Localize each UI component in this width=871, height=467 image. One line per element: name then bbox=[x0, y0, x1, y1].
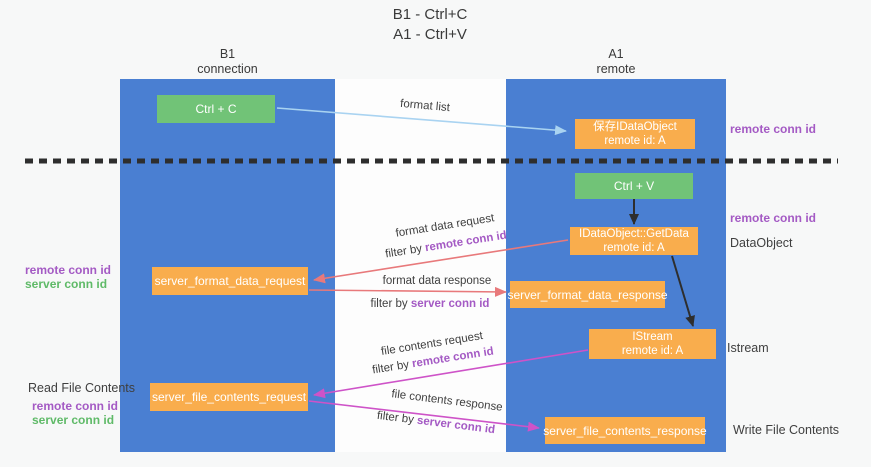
istream-box: IStream remote id: A bbox=[589, 329, 716, 359]
diagram-title: B1 - Ctrl+C A1 - Ctrl+V bbox=[330, 5, 530, 45]
filter-prefix: filter by bbox=[370, 298, 411, 310]
istream-line1: IStream bbox=[632, 331, 673, 343]
ctrl-c-label: Ctrl + C bbox=[195, 102, 237, 116]
right-remote-conn-id-1: remote conn id bbox=[730, 122, 817, 136]
ctrl-v-label: Ctrl + V bbox=[613, 179, 655, 193]
server-format-data-request-label: server_format_data_request bbox=[154, 274, 306, 288]
server-format-data-response-box: server_format_data_response bbox=[507, 281, 668, 308]
server-file-contents-request-label: server_file_contents_request bbox=[151, 390, 307, 404]
server-file-contents-request-box: server_file_contents_request bbox=[150, 383, 308, 411]
getdata-line1: IDataObject::GetData bbox=[579, 228, 689, 240]
save-dataobject-box: 保存IDataObject remote id: A bbox=[575, 119, 695, 149]
server-format-data-response-label: server_format_data_response bbox=[507, 287, 668, 302]
format-data-response-label: format data response bbox=[382, 275, 492, 287]
right-write-file-contents-label: Write File Contents bbox=[733, 423, 840, 437]
filter-by-server-conn-id-label-1: filter by server conn id bbox=[360, 298, 500, 310]
save-dataobject-line1: 保存IDataObject bbox=[593, 121, 677, 133]
right-istream-label: Istream bbox=[727, 341, 769, 355]
left-remote-conn-id-2: remote conn id bbox=[32, 399, 119, 413]
istream-line2: remote id: A bbox=[621, 345, 684, 357]
lane-a1-name: A1 bbox=[608, 47, 624, 61]
ctrl-c-box: Ctrl + C bbox=[157, 95, 275, 123]
ctrl-v-box: Ctrl + V bbox=[575, 173, 693, 199]
getdata-box: IDataObject::GetData remote id: A bbox=[570, 227, 698, 255]
left-remote-conn-id-1: remote conn id bbox=[25, 263, 112, 277]
lane-b1-name: B1 bbox=[219, 47, 236, 61]
save-dataobject-line2: remote id: A bbox=[604, 135, 666, 147]
lane-b1-role: connection bbox=[197, 62, 258, 76]
right-dataobject-label: DataObject bbox=[730, 236, 793, 250]
server-file-contents-response-box: server_file_contents_response bbox=[543, 417, 707, 444]
right-remote-conn-id-2: remote conn id bbox=[730, 211, 817, 225]
title-line-1: B1 - Ctrl+C bbox=[392, 6, 468, 23]
server-file-contents-response-label: server_file_contents_response bbox=[543, 423, 707, 438]
getdata-line2: remote id: A bbox=[603, 242, 665, 254]
lane-header-a1: A1 remote bbox=[506, 47, 726, 77]
title-line-2: A1 - Ctrl+V bbox=[393, 26, 467, 43]
left-server-conn-id-1: server conn id bbox=[25, 277, 108, 291]
server-conn-id-highlight: server conn id bbox=[410, 298, 490, 310]
server-format-data-request-box: server_format_data_request bbox=[152, 267, 308, 295]
lane-a1-role: remote bbox=[596, 62, 636, 76]
left-read-file-contents-label: Read File Contents bbox=[28, 381, 136, 395]
left-server-conn-id-2: server conn id bbox=[32, 413, 115, 427]
lane-header-b1: B1 connection bbox=[120, 47, 335, 77]
